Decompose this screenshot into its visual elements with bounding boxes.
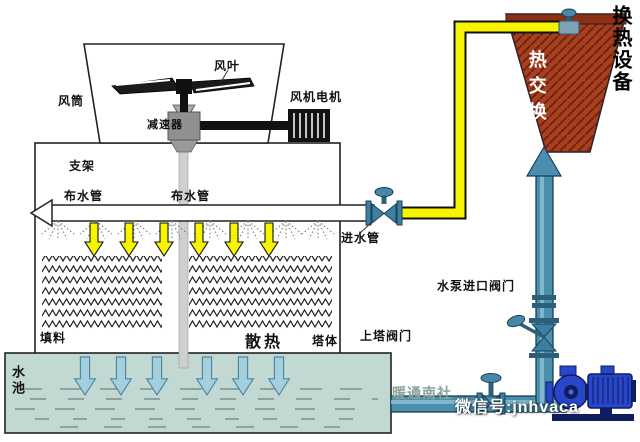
label-fan-motor: 风机电机 — [290, 90, 343, 104]
pump-motor — [587, 373, 633, 409]
label-distribution-pipe-left: 布水管 — [64, 189, 104, 203]
watermark-wechat-id: 微信号:jnhvaca — [455, 399, 579, 416]
label-fan-duct: 风筒 — [58, 94, 85, 108]
fan-blade-pointer-line — [220, 69, 229, 83]
label-water-pool: 水池 — [9, 365, 25, 397]
fan-motor — [288, 109, 330, 142]
fan-hub — [176, 79, 192, 94]
label-up-tower-valve: 上塔阀门 — [360, 329, 413, 343]
label-reducer: 减速器 — [147, 119, 183, 131]
label-heat-dissipation: 散热 — [245, 334, 284, 351]
label-fill-material: 填料 — [40, 331, 67, 345]
fill-material-right — [189, 256, 332, 330]
label-pump-inlet-valve: 水泵进口阀门 — [437, 279, 516, 293]
label-water-inlet-pipe: 进水管 — [341, 231, 381, 245]
inlet-valve — [358, 187, 403, 235]
up-tower-valve — [506, 314, 559, 358]
motor-drive-bar — [200, 121, 288, 130]
label-support-frame: 支架 — [69, 159, 96, 173]
drive-shaft — [178, 139, 189, 369]
watermark-community: 暖通南社 — [392, 385, 452, 401]
pump-inlet-valve — [476, 373, 506, 415]
label-distribution-pipe-right: 布水管 — [171, 189, 211, 203]
label-heat-exchange-equipment: 换热设备 — [609, 5, 631, 93]
distribution-pipe — [49, 204, 375, 222]
label-tower-body: 塔体 — [312, 334, 339, 348]
label-heat-exchange: 热交换 — [526, 50, 547, 128]
pipe-arrow-left — [29, 198, 53, 228]
riser-arrow-up — [525, 145, 563, 177]
pool-wave-lines — [15, 388, 378, 428]
fill-material-left — [42, 256, 162, 330]
hot-water-pipe — [396, 20, 562, 220]
water-pump — [545, 365, 636, 421]
heat-exchanger — [505, 13, 627, 153]
exchanger-top-valve — [558, 8, 580, 35]
fan-blades — [111, 77, 255, 95]
water-pool — [4, 352, 392, 434]
inlet-pipe-pointer-line — [358, 221, 373, 235]
riser-pipe — [535, 169, 554, 405]
label-fan-blade: 风叶 — [214, 59, 241, 73]
fan-assembly — [111, 69, 330, 153]
